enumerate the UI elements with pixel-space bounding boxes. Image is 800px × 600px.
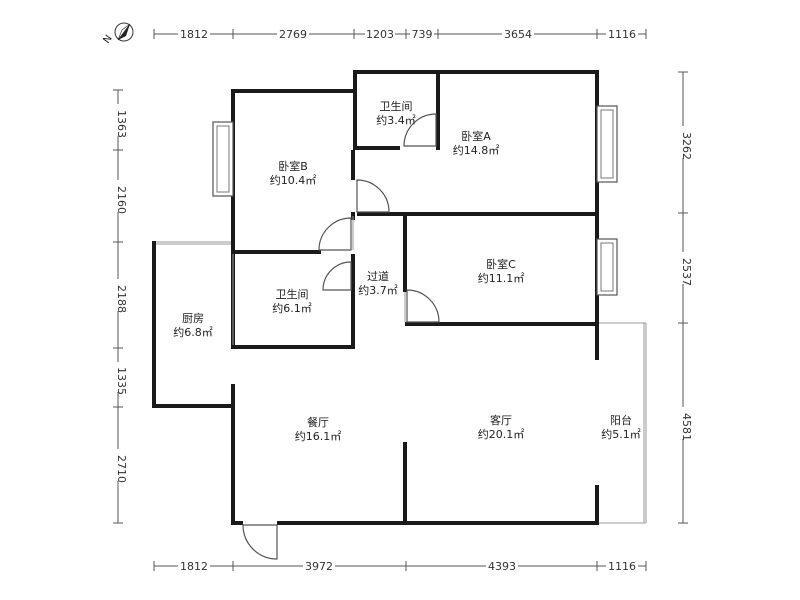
window-bedroom-a — [596, 105, 618, 183]
right-dim-1: 3262 — [680, 132, 693, 160]
room-corridor: 过道 约3.7㎡ — [358, 269, 398, 297]
door-bath-mid — [322, 261, 352, 291]
top-dim-3: 1203 — [366, 28, 394, 41]
top-dim-5: 3654 — [504, 28, 532, 41]
door-bedroom-c — [406, 289, 440, 323]
room-name: 卫生间 — [276, 287, 309, 301]
left-dim-4: 1335 — [115, 367, 128, 395]
room-area: 约11.1㎡ — [478, 272, 525, 285]
top-dim-4: 739 — [412, 28, 433, 41]
bottom-dim-4: 1116 — [608, 560, 636, 573]
room-bedroom-c: 卧室C 约11.1㎡ — [478, 257, 525, 285]
room-balcony: 阳台 约5.1㎡ — [601, 413, 641, 441]
room-name: 餐厅 — [307, 415, 329, 429]
room-area: 约16.1㎡ — [295, 430, 342, 443]
room-bath-top: 卫生间 约3.4㎡ — [376, 99, 416, 127]
room-area: 约3.7㎡ — [358, 284, 398, 297]
room-name: 卧室A — [461, 129, 491, 143]
compass-north-label: N — [101, 33, 114, 45]
room-bedroom-a: 卧室A 约14.8㎡ — [453, 129, 500, 157]
top-dim-1: 1812 — [180, 28, 208, 41]
window-bedroom-b — [212, 121, 234, 197]
door-entrance — [242, 524, 278, 560]
left-dim-2: 2160 — [115, 186, 128, 214]
left-dim-5: 2710 — [115, 455, 128, 483]
room-area: 约20.1㎡ — [478, 428, 525, 441]
room-area: 约6.8㎡ — [173, 326, 213, 339]
room-name: 卧室B — [278, 159, 308, 173]
bottom-dim-2: 3972 — [305, 560, 333, 573]
room-area: 约10.4㎡ — [270, 174, 317, 187]
room-area: 约3.4㎡ — [376, 114, 416, 127]
room-bath-mid: 卫生间 约6.1㎡ — [272, 287, 312, 315]
door-bedroom-a — [356, 179, 390, 213]
room-name: 过道 — [367, 269, 389, 283]
door-bath-top — [403, 113, 437, 147]
left-dimension-chain: 1363 2160 2188 1335 2710 — [111, 89, 128, 524]
compass: N — [101, 22, 134, 46]
room-area: 约5.1㎡ — [601, 428, 641, 441]
right-dim-2: 2537 — [680, 258, 693, 286]
room-living: 客厅 约20.1㎡ — [478, 413, 525, 441]
top-dimension-chain: 1812 2769 1203 739 3654 1116 — [153, 27, 647, 41]
room-name: 阳台 — [610, 413, 632, 427]
bottom-dim-3: 4393 — [488, 560, 516, 573]
room-area: 约14.8㎡ — [453, 144, 500, 157]
right-dimension-chain: 3262 2537 4581 — [676, 71, 693, 524]
room-area: 约6.1㎡ — [272, 302, 312, 315]
room-name: 客厅 — [490, 413, 512, 427]
thin-partitions — [156, 216, 647, 524]
top-dim-6: 1116 — [608, 28, 636, 41]
room-dining: 餐厅 约16.1㎡ — [295, 415, 342, 443]
top-dim-2: 2769 — [279, 28, 307, 41]
bottom-dimension-chain: 1812 3972 4393 1116 — [153, 559, 647, 573]
room-name: 厨房 — [182, 312, 204, 325]
room-kitchen: 厨房 约6.8㎡ — [173, 312, 213, 339]
room-name: 卫生间 — [380, 99, 413, 113]
room-bedroom-b: 卧室B 约10.4㎡ — [270, 159, 317, 187]
left-dim-3: 2188 — [115, 285, 128, 313]
right-dim-3: 4581 — [680, 413, 693, 441]
left-dim-1: 1363 — [115, 110, 128, 138]
room-name: 卧室C — [486, 257, 516, 271]
bottom-dim-1: 1812 — [180, 560, 208, 573]
window-bedroom-c — [596, 238, 618, 296]
door-bedroom-b — [318, 217, 352, 251]
